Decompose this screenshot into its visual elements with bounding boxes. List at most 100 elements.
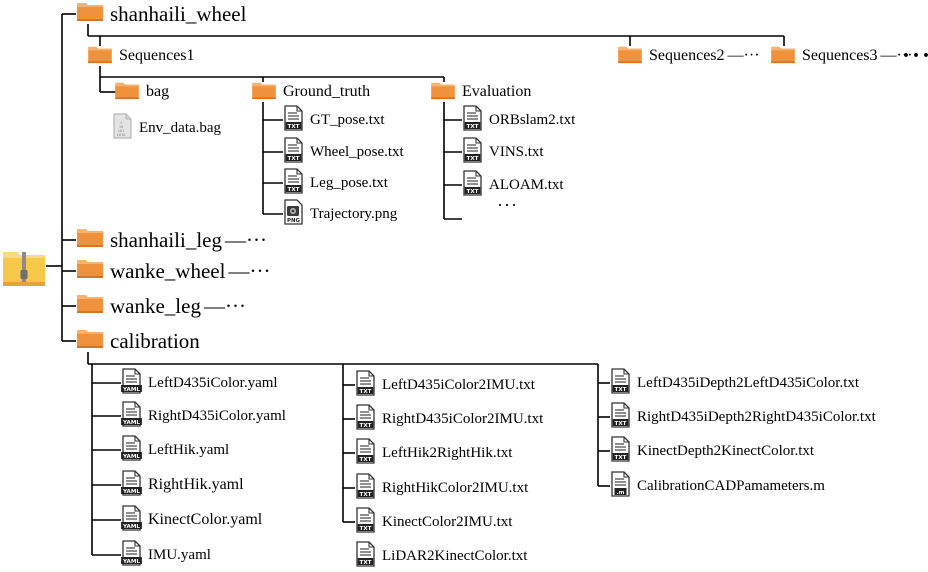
txt-file-icon: TXT (461, 136, 483, 168)
yaml-file-icon: YAML (120, 539, 142, 571)
tree-node-leftd435icolor2imu-txt: TXT LeftD435iColor2IMU.txt (354, 369, 535, 401)
svg-text:YAML: YAML (122, 386, 140, 392)
tree-node-ground-truth: Ground_truth (251, 80, 370, 104)
svg-text:YAML: YAML (122, 558, 140, 564)
node-label: Sequences3 (802, 47, 878, 64)
node-label: RightD435iDepth2RightD435iColor.txt (637, 408, 876, 425)
tree-node-righthik-yaml: YAML RightHik.yaml (120, 469, 244, 498)
svg-text:TXT: TXT (615, 386, 627, 392)
svg-text:YAML: YAML (122, 453, 140, 459)
node-label: RightHik.yaml (148, 476, 244, 493)
node-label: bag (146, 83, 170, 100)
tree-node-shanhaili-leg: shanhaili_leg—··· (76, 227, 267, 253)
svg-text:.m: .m (617, 489, 625, 495)
yaml-file-icon: YAML (120, 504, 142, 536)
node-label: LeftD435iColor2IMU.txt (382, 376, 535, 393)
tree-node-leftd435idepth2leftd435icolor-txt: TXT LeftD435iDepth2LeftD435iColor.txt (609, 367, 860, 399)
txt-file-icon: TXT (354, 369, 376, 401)
svg-text:TXT: TXT (360, 456, 372, 462)
txt-file-icon: TXT (282, 136, 304, 168)
node-label: KinectColor.yaml (148, 511, 263, 528)
tree-node-shanhaili-wheel: shanhaili_wheel (76, 1, 246, 27)
node-label: wanke_leg (110, 293, 201, 318)
tree-node-evaluation: Evaluation (430, 80, 531, 104)
continuation-dots: —··· (203, 293, 246, 318)
tree-node-calibration: calibration (76, 328, 200, 354)
txt-file-icon: TXT (354, 437, 376, 469)
tree-node-imu-yaml: YAML IMU.yaml (120, 539, 211, 571)
yaml-file-icon: YAML (120, 400, 142, 432)
txt-file-icon: TXT (609, 367, 631, 399)
svg-text:TXT: TXT (288, 123, 300, 129)
svg-text:TXT: TXT (467, 155, 479, 161)
tree-node-leg-pose-txt: TXT Leg_pose.txt (282, 167, 388, 199)
zip-folder-icon (2, 244, 46, 293)
tree-node-kinectcolor2imu-txt: TXT KinectColor2IMU.txt (354, 506, 513, 535)
tree-node-rightd435icolor-yaml: YAML RightD435iColor.yaml (120, 400, 286, 432)
tree-node-sequences3: Sequences3—··· (770, 44, 913, 68)
node-label: Leg_pose.txt (310, 174, 388, 191)
node-label: LeftHik2RightHik.txt (382, 444, 513, 461)
tree-node-lidar2kinectcolor-txt: TXT LiDAR2KinectColor.txt (354, 540, 528, 572)
folder-icon (87, 44, 113, 69)
svg-text:TXT: TXT (615, 420, 627, 426)
node-label: Env_data.bag (139, 119, 222, 136)
svg-text:TXT: TXT (288, 155, 300, 161)
yaml-file-icon: YAML (120, 367, 142, 399)
node-label: LiDAR2KinectColor.txt (382, 547, 528, 564)
txt-file-icon: TXT (354, 403, 376, 435)
svg-text:PNG: PNG (287, 218, 300, 224)
tree-node-kinectcolor-yaml: YAML KinectColor.yaml (120, 504, 263, 536)
node-label: RightD435iColor.yaml (148, 407, 286, 424)
node-label: Sequences2 (649, 47, 725, 64)
continuation-dots: —··· (880, 47, 913, 64)
node-label: Sequences1 (119, 47, 195, 64)
svg-text:YAML: YAML (122, 488, 140, 494)
txt-file-icon: TXT (461, 169, 483, 201)
png-file-icon: PNG (282, 198, 304, 230)
node-label: KinectColor2IMU.txt (382, 513, 513, 530)
tree-node-sequences1: Sequences1 (87, 44, 195, 68)
node-label: IMU.yaml (148, 546, 211, 563)
svg-text:TXT: TXT (288, 186, 300, 192)
svg-text:TXT: TXT (360, 559, 372, 565)
folder-icon (114, 80, 140, 105)
node-label: LeftD435iDepth2LeftD435iColor.txt (637, 374, 860, 391)
folder-icon (251, 80, 277, 105)
node-label: LeftD435iColor.yaml (148, 374, 278, 391)
tree-node-wanke-wheel: wanke_wheel—··· (76, 258, 270, 284)
folder-icon (770, 44, 796, 69)
node-label: RightHikColor2IMU.txt (382, 479, 529, 496)
yaml-file-icon: YAML (120, 434, 142, 466)
txt-file-icon: TXT (354, 540, 376, 572)
tree-node-sequences2: Sequences2—··· (617, 44, 760, 68)
svg-text:101: 101 (118, 129, 125, 133)
txt-file-icon: TXT (282, 167, 304, 199)
node-label: shanhaili_wheel (110, 1, 247, 26)
node-label: CalibrationCADPamameters.m (637, 477, 825, 494)
svg-text:1: 1 (120, 121, 122, 125)
folder-icon (76, 327, 104, 355)
folder-icon (617, 44, 643, 69)
svg-text:TXT: TXT (360, 525, 372, 531)
node-label: calibration (110, 328, 200, 353)
continuation-dots: —··· (224, 227, 267, 252)
node-label: shanhaili_leg (110, 227, 222, 252)
node-label: Ground_truth (283, 83, 371, 100)
m-file-icon: .m (609, 470, 631, 502)
node-label: wanke_wheel (110, 258, 226, 283)
txt-file-icon: TXT (609, 401, 631, 433)
continuation-dots: —··· (727, 47, 760, 64)
svg-text:TXT: TXT (360, 388, 372, 394)
